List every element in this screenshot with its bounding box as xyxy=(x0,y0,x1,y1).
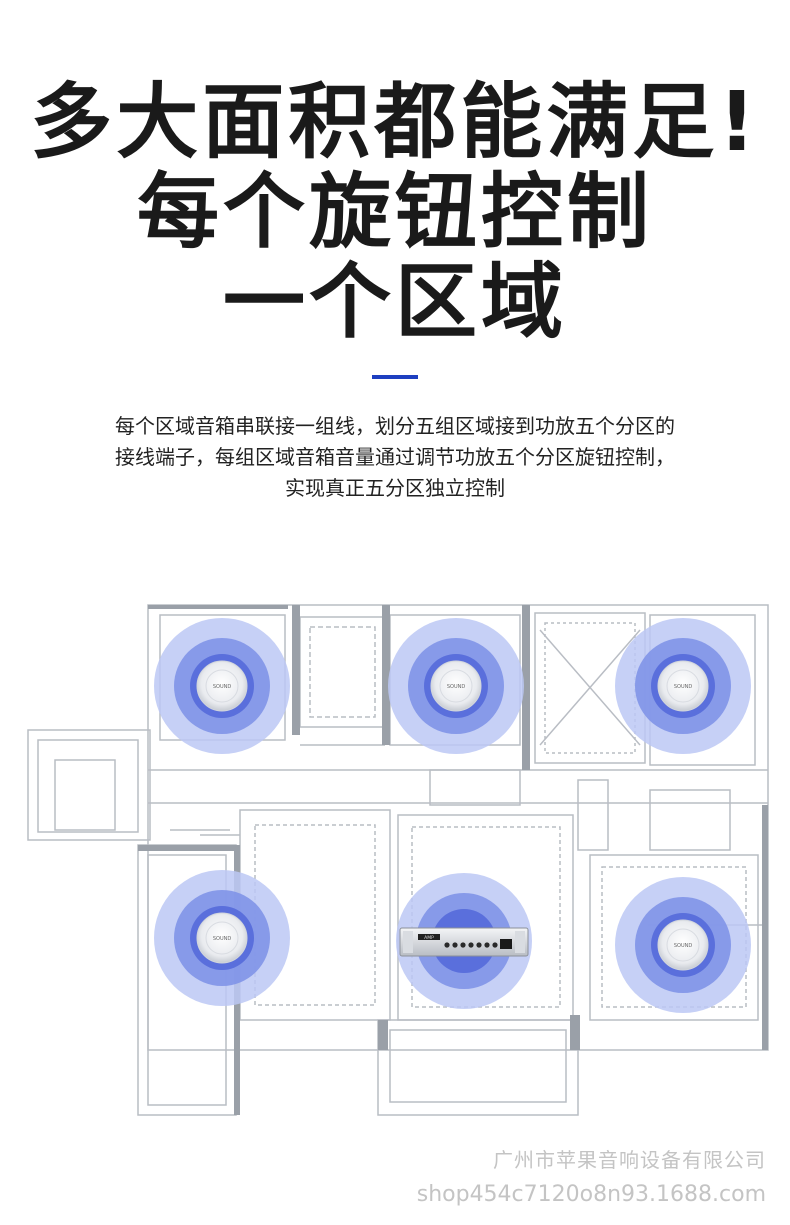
speaker-logo: SOUND xyxy=(674,684,693,690)
watermark-shop-url: shop454c7120o8n93.1688.com xyxy=(416,1182,766,1207)
speaker-logo: SOUND xyxy=(447,684,466,690)
accent-divider xyxy=(372,375,418,379)
speaker-logo: SOUND xyxy=(674,943,693,949)
headline-line-2: 每个旋钮控制 xyxy=(136,165,653,260)
amplifier-label: AMP xyxy=(424,935,434,941)
description-line-2: 接线端子，每组区域音箱音量通过调节功放五个分区旋钮控制， xyxy=(115,445,675,469)
headline-line-3: 一个区域 xyxy=(222,255,567,350)
zone-speaker-3: SOUND xyxy=(615,618,751,754)
speaker-logo: SOUND xyxy=(213,936,232,942)
floor-plan: SOUND SOUND SOUND SOUND SOUND xyxy=(27,604,769,1116)
zone-speaker-4: SOUND xyxy=(154,870,290,1006)
zone-speaker-5: SOUND xyxy=(615,877,751,1013)
description-line-3: 实现真正五分区独立控制 xyxy=(285,476,505,500)
amplifier-unit: AMP xyxy=(399,927,529,957)
description-line-1: 每个区域音箱串联接一组线，划分五组区域接到功放五个分区的 xyxy=(115,414,675,438)
zone-speaker-2: SOUND xyxy=(388,618,524,754)
watermark-company: 广州市苹果音响设备有限公司 xyxy=(493,1148,766,1172)
headline-line-1: 多大面积都能满足! xyxy=(30,75,760,170)
zone-speaker-1: SOUND xyxy=(154,618,290,754)
speaker-logo: SOUND xyxy=(213,684,232,690)
